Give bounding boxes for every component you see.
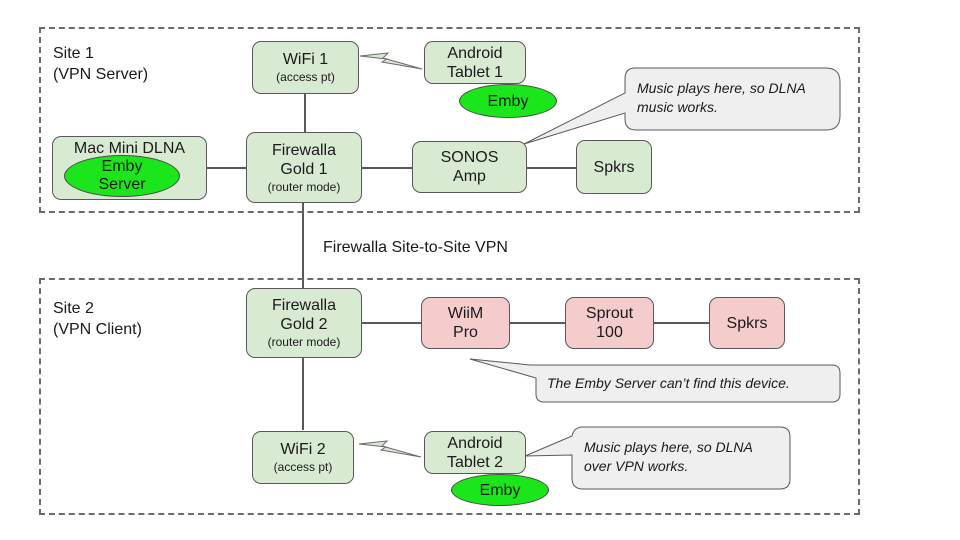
node-title-2: Tablet 1 (446, 63, 504, 81)
callout-line-1: Music plays here, so DLNA (584, 439, 753, 455)
node-spkrs-2[interactable]: Spkrs (709, 297, 785, 349)
node-title: Android (447, 44, 503, 62)
callout-line-2: music works. (637, 99, 718, 115)
node-title: Spkrs (593, 158, 635, 176)
node-tablet1[interactable]: Android Tablet 1 (424, 41, 526, 84)
callout-bubble-tablet2 (524, 426, 791, 490)
emby-app-tablet2[interactable]: Emby (451, 474, 549, 506)
site2-boundary (39, 278, 860, 515)
callout-line-2: over VPN works. (584, 458, 689, 474)
node-title: WiFi 1 (282, 51, 329, 68)
node-title-2: Gold 1 (280, 160, 328, 178)
node-title: Firewalla (271, 297, 336, 314)
emby-label: Emby (479, 481, 521, 499)
site2-label: Site 2 (VPN Client) (53, 300, 142, 338)
node-title-2: Gold 2 (280, 316, 328, 333)
node-subtitle: (router mode) (267, 179, 341, 194)
node-spkrs-1[interactable]: Spkrs (576, 140, 652, 194)
node-title: Spkrs (726, 314, 768, 332)
node-subtitle: (access pt) (276, 70, 335, 84)
callout-line-1: The Emby Server can’t find this device. (547, 375, 790, 391)
node-sonos-amp[interactable]: SONOS Amp (412, 141, 527, 193)
node-title: Mac Mini DLNA (73, 140, 186, 157)
node-wiim-pro[interactable]: WiiM Pro (421, 297, 510, 349)
callout-wiim-text: The Emby Server can’t find this device. (547, 374, 790, 393)
wireless-bolt-icon (358, 440, 422, 458)
node-tablet2[interactable]: Android Tablet 2 (424, 431, 526, 474)
wireless-bolt-icon (359, 52, 423, 70)
callout-bubble-sonos (523, 67, 841, 145)
node-firewalla-gold-2[interactable]: Firewalla Gold 2 (router mode) (246, 288, 362, 358)
node-title-2: Tablet 2 (446, 453, 504, 471)
node-subtitle: (router mode) (267, 335, 341, 349)
node-title-2: 100 (596, 324, 623, 341)
node-wifi2[interactable]: WiFi 2 (access pt) (252, 431, 354, 484)
site1-label: Site 1 (VPN Server) (53, 45, 149, 83)
node-subtitle: (access pt) (273, 460, 333, 474)
callout-line-1: Music plays here, so DLNA (637, 80, 806, 96)
node-title: Sprout (585, 305, 634, 322)
node-title: WiiM (447, 305, 484, 322)
node-title-2: Amp (453, 168, 486, 185)
emby-server-label-2: Server (98, 176, 146, 193)
emby-label: Emby (487, 92, 529, 110)
callout-sonos-text: Music plays here, so DLNA music works. (637, 79, 806, 117)
node-firewalla-gold-1[interactable]: Firewalla Gold 1 (router mode) (246, 132, 362, 203)
node-title: SONOS (440, 149, 499, 166)
emby-server-app[interactable]: Emby Server (64, 155, 180, 197)
site1-boundary (39, 27, 860, 213)
emby-server-label-1: Emby (101, 158, 143, 175)
node-title: Firewalla (271, 141, 336, 159)
node-title: Android (447, 434, 503, 452)
callout-bubble-wiim (469, 358, 841, 403)
vpn-link-label: Firewalla Site-to-Site VPN (323, 239, 508, 256)
node-title-2: Pro (453, 324, 478, 341)
node-title: WiFi 2 (280, 441, 326, 458)
emby-app-tablet1[interactable]: Emby (459, 84, 557, 118)
node-wifi1[interactable]: WiFi 1 (access pt) (252, 41, 359, 94)
callout-tablet2-text: Music plays here, so DLNA over VPN works… (584, 438, 753, 476)
node-sprout-100[interactable]: Sprout 100 (565, 297, 654, 349)
